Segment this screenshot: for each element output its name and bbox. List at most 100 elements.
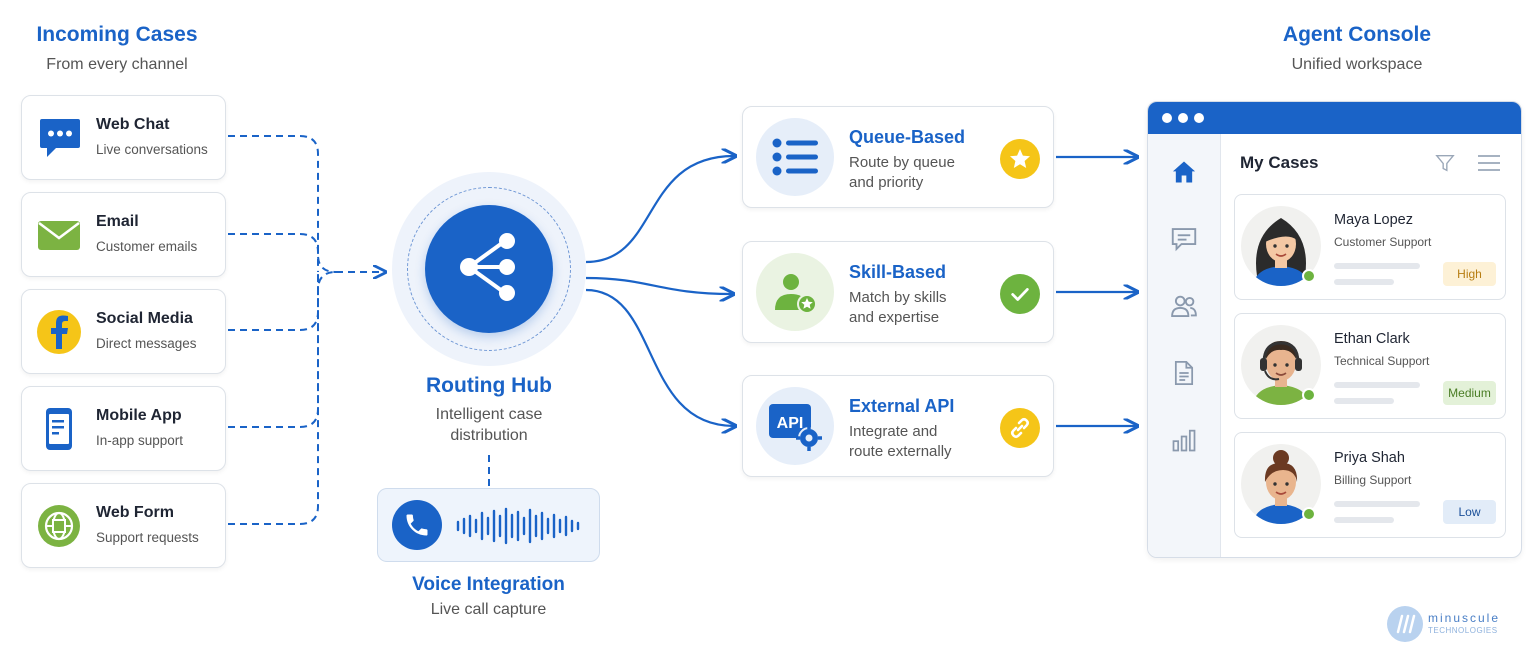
routing-title: Queue-Based <box>849 127 966 147</box>
agent-console-subtitle: Unified workspace <box>1291 56 1423 73</box>
case-team: Customer Support <box>1334 235 1432 249</box>
hub-dashed-ring <box>407 187 571 351</box>
routing-card-skill-based[interactable]: Skill-Based Match by skills and expertis… <box>742 241 1054 343</box>
link-icon <box>1000 408 1040 448</box>
filter-icon[interactable] <box>1434 152 1456 179</box>
channel-title: Web Chat <box>96 116 170 133</box>
case-card-maya-lopez[interactable]: Maya Lopez Customer Support High <box>1234 194 1506 300</box>
wire-web-form <box>228 271 337 525</box>
soundwave-icon <box>456 507 580 545</box>
window-title-bar <box>1148 102 1521 134</box>
channel-card-web-chat[interactable]: Web Chat Live conversations <box>21 95 226 180</box>
users-icon[interactable] <box>1168 290 1200 322</box>
channel-subtitle: Support requests <box>96 530 199 545</box>
channel-card-web-form[interactable]: Web Form Support requests <box>21 483 226 568</box>
channel-subtitle: Live conversations <box>96 142 208 157</box>
channel-title: Mobile App <box>96 407 182 424</box>
case-card-ethan-clark[interactable]: Ethan Clark Technical Support Medium <box>1234 313 1506 419</box>
placeholder-line <box>1334 382 1420 388</box>
mobile-phone-icon <box>36 406 82 452</box>
online-status-dot <box>1302 507 1316 521</box>
online-status-dot <box>1302 388 1316 402</box>
channel-subtitle: Customer emails <box>96 239 198 254</box>
placeholder-line <box>1334 517 1394 523</box>
case-agent-name: Maya Lopez <box>1334 212 1413 228</box>
check-icon <box>1000 274 1040 314</box>
agent-console-window: My Cases Maya Lopez Customer Support Hig… <box>1147 101 1522 558</box>
avatar <box>1241 325 1321 405</box>
chat-icon[interactable] <box>1168 223 1200 255</box>
routing-description-line1: Integrate and <box>849 423 938 440</box>
routing-hub-subtitle-line2: distribution <box>450 427 528 444</box>
window-dot <box>1194 113 1204 123</box>
user-star-icon <box>756 253 834 331</box>
routing-description-line1: Route by queue <box>849 154 955 171</box>
routing-description-line1: Match by skills <box>849 289 947 306</box>
case-card-priya-shah[interactable]: Priya Shah Billing Support Low <box>1234 432 1506 538</box>
my-cases-title: My Cases <box>1240 153 1319 172</box>
phone-icon <box>392 500 442 550</box>
case-agent-name: Priya Shah <box>1334 450 1405 466</box>
home-icon[interactable] <box>1168 156 1200 188</box>
brand-logo: minuscule TECHNOLOGIES <box>1386 605 1516 645</box>
wire-web-chat <box>228 135 337 273</box>
routing-card-queue-based[interactable]: Queue-Based Route by queue and priority <box>742 106 1054 208</box>
list-icon <box>756 118 834 196</box>
routing-description: Integrate and route externally <box>849 422 989 462</box>
wire-social <box>228 272 319 331</box>
priority-badge: Low <box>1443 500 1496 524</box>
routing-title: External API <box>849 396 955 416</box>
priority-badge: High <box>1443 262 1496 286</box>
avatar <box>1241 206 1321 286</box>
voice-integration-subtitle: Live call capture <box>430 601 547 618</box>
routing-description-line2: and priority <box>849 174 924 191</box>
routing-description-line2: route externally <box>849 443 952 460</box>
incoming-cases-title: Incoming Cases <box>36 23 198 46</box>
star-icon <box>1000 139 1040 179</box>
agent-console-title: Agent Console <box>1282 23 1432 46</box>
voice-integration-card[interactable] <box>377 488 600 562</box>
wire-queue <box>585 156 734 264</box>
brand-mark-icon <box>1387 606 1423 642</box>
placeholder-line <box>1334 501 1420 507</box>
channel-subtitle: In-app support <box>96 433 184 448</box>
routing-description-line2: and expertise <box>849 309 940 326</box>
priority-badge: Medium <box>1443 381 1496 405</box>
routing-hub[interactable] <box>425 205 553 333</box>
channel-card-social-media[interactable]: Social Media Direct messages <box>21 289 226 374</box>
wire-skill <box>585 276 732 294</box>
wire-mobile <box>228 272 319 428</box>
placeholder-line <box>1334 279 1394 285</box>
brand-tagline: TECHNOLOGIES <box>1428 626 1498 635</box>
voice-integration-title: Voice Integration <box>412 574 565 595</box>
brand-name: minuscule <box>1428 611 1501 625</box>
bar-chart-icon[interactable] <box>1168 424 1200 456</box>
chat-bubble-icon <box>36 115 82 161</box>
share-network-icon <box>449 227 529 312</box>
wire-email <box>228 233 319 272</box>
routing-title: Skill-Based <box>849 262 947 282</box>
api-label: API <box>777 415 804 432</box>
window-dot <box>1178 113 1188 123</box>
case-team: Technical Support <box>1334 354 1430 368</box>
envelope-icon <box>36 212 82 258</box>
api-gear-icon: API <box>756 387 834 465</box>
channel-title: Social Media <box>96 310 193 327</box>
incoming-cases-subtitle: From every channel <box>46 56 188 73</box>
placeholder-line <box>1334 263 1420 269</box>
channel-title: Email <box>96 213 139 230</box>
placeholder-line <box>1334 398 1394 404</box>
routing-hub-title: Routing Hub <box>426 374 552 397</box>
routing-description: Match by skills and expertise <box>849 288 989 328</box>
channel-card-email[interactable]: Email Customer emails <box>21 192 226 277</box>
routing-hub-subtitle-line1: Intelligent case <box>435 406 543 423</box>
channel-title: Web Form <box>96 504 174 521</box>
channel-card-mobile-app[interactable]: Mobile App In-app support <box>21 386 226 471</box>
wire-api <box>585 288 734 426</box>
routing-card-external-api[interactable]: API External API Integrate and route ext… <box>742 375 1054 477</box>
channel-subtitle: Direct messages <box>96 336 197 351</box>
menu-icon[interactable] <box>1477 153 1501 178</box>
case-agent-name: Ethan Clark <box>1334 331 1410 347</box>
document-icon[interactable] <box>1168 357 1200 389</box>
routing-description: Route by queue and priority <box>849 153 989 193</box>
